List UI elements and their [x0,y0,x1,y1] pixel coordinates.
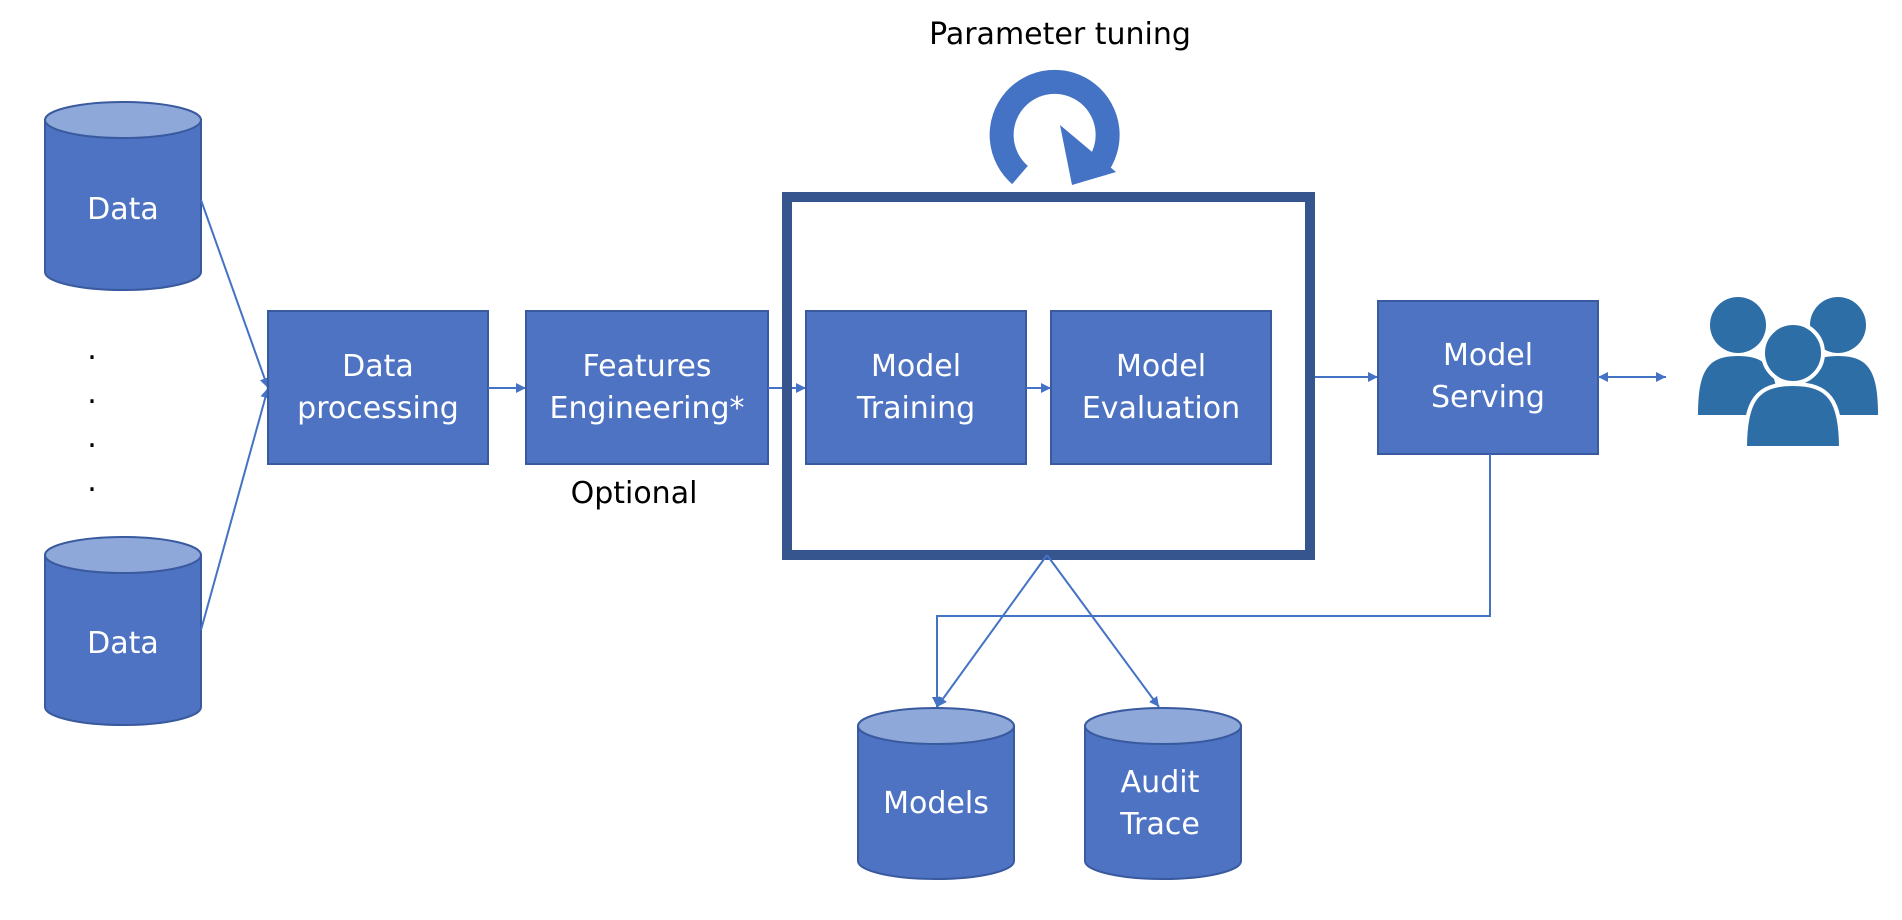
connector-source-bottom-to-processing [200,387,271,631]
audit-trace-label-line2: Trace [1119,807,1200,842]
data-source-label: Data [87,626,159,661]
audit-trace-label-line1: Audit [1121,765,1200,800]
users-group-icon [1698,297,1878,450]
data-source-cylinder-bottom[interactable]: Data [44,536,202,726]
model-evaluation-box[interactable]: Model Evaluation [1050,310,1272,465]
model-evaluation-label-line2: Evaluation [1082,391,1240,426]
features-engineering-box[interactable]: Features Engineering* [525,310,769,465]
ellipsis: . . . . [87,332,97,499]
data-source-label: Data [87,192,159,227]
models-store-cylinder[interactable]: Models [857,707,1015,880]
ellipsis-dot: . [87,464,97,499]
model-evaluation-label-line1: Model [1116,349,1206,384]
model-serving-box[interactable]: Model Serving [1377,300,1599,455]
features-engineering-label-line2: Engineering* [550,391,745,426]
diagram-title: Parameter tuning [929,17,1191,52]
model-serving-label-line2: Serving [1431,380,1545,415]
ellipsis-dot: . [87,376,97,411]
model-training-label-line2: Training [856,391,975,426]
ellipsis-dot: . [87,420,97,455]
data-source-cylinder-top[interactable]: Data [44,101,202,291]
features-engineering-label-line1: Features [583,349,712,384]
model-training-label-line1: Model [871,349,961,384]
data-processing-box[interactable]: Data processing [267,310,489,465]
models-store-label: Models [883,786,989,821]
model-serving-label-line1: Model [1443,338,1533,373]
features-engineering-note: Optional [571,476,698,511]
model-training-box[interactable]: Model Training [805,310,1027,465]
connector-source-top-to-processing [200,199,270,389]
connector-frame-to-models [936,554,1048,708]
connector-frame-to-audit-trace [1046,554,1160,708]
ellipsis-dot: . [87,332,97,367]
parameter-tuning-frame [782,192,1315,560]
data-processing-label-line1: Data [342,349,414,384]
audit-trace-store-cylinder[interactable]: Audit Trace [1084,707,1242,880]
connector-serving-to-models [932,454,1491,707]
refresh-cycle-icon [989,69,1120,185]
data-processing-label-line2: processing [297,391,459,426]
